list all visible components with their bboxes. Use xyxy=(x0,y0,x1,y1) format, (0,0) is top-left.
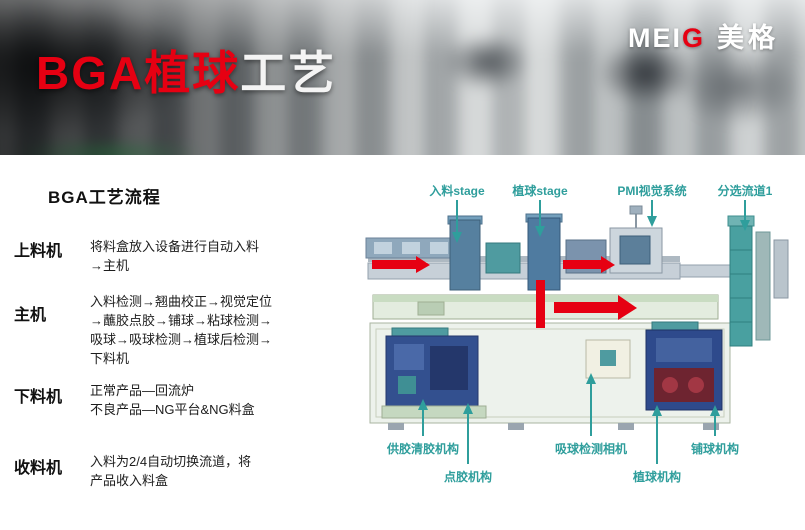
diagram-label-glue-supply-clean: 供胶清胶机构 xyxy=(386,442,460,456)
step-description: 入料检测→翘曲校正→视觉定位 →蘸胶点胶→铺球→粘球检测→ 吸球→吸球检测→植球… xyxy=(90,292,272,368)
brand-logo-latin: MEI xyxy=(627,23,682,53)
diagram-label-pick-camera: 吸球检测相机 xyxy=(554,442,628,456)
callout-glue-supply xyxy=(418,399,428,436)
diagram-label-sorting-channel: 分选流道1 xyxy=(717,184,773,198)
flow-arrow-left xyxy=(372,256,430,273)
pick-inspection-camera-module xyxy=(585,339,631,379)
machine-illustration xyxy=(365,200,789,464)
brand-logo-chinese: 美格 xyxy=(717,23,779,53)
callout-ball-mount xyxy=(652,405,662,464)
process-step-unloader: 下料机 正常产品—回流炉 不良产品—NG平台&NG料盒 xyxy=(14,381,344,419)
step-text-line: 吸球→吸球检测→植球后检测→ xyxy=(90,332,273,347)
section-title: BGA工艺流程 xyxy=(48,188,161,207)
step-text-line: →主机 xyxy=(90,258,130,273)
callout-pmi-vision xyxy=(647,200,657,227)
banner: BGA植球工艺 MEIG 美格 xyxy=(0,0,805,155)
callout-dispensing xyxy=(463,403,473,464)
callout-pick-camera xyxy=(586,373,596,436)
conveyor-rail xyxy=(365,237,739,280)
diagram-label-dispensing: 点胶机构 xyxy=(443,470,493,484)
callout-infeed-stage xyxy=(452,200,462,243)
diagram-label-ballmount-stage: 植球stage xyxy=(512,184,568,198)
step-text-line: 入料为2/4自动切换流道，将 xyxy=(90,454,252,469)
infeed-stage-tower xyxy=(447,215,521,291)
step-description: 将料盒放入设备进行自动入料 →主机 xyxy=(90,237,259,275)
brand-logo: MEIG 美格 xyxy=(628,16,779,55)
flow-arrow-center xyxy=(563,256,615,273)
callout-ball-spread xyxy=(710,405,720,436)
step-text-line: 下料机 xyxy=(90,351,130,366)
step-text-line: 正常产品—回流炉 xyxy=(90,383,195,398)
step-label: 主机 xyxy=(14,307,47,324)
step-text-line: 入料检测→翘曲校正→视觉定位 xyxy=(90,294,273,309)
machine-diagram: 入料stage 植球stage PMI视觉系统 分选流道1 供胶清胶机构 点胶机… xyxy=(358,168,802,508)
page-title: BGA植球工艺 xyxy=(36,50,336,96)
ball-mount-module xyxy=(645,321,723,411)
banner-shade-overlay xyxy=(0,0,805,155)
glue-module xyxy=(381,327,487,419)
diagram-label-ball-spread: 铺球机构 xyxy=(690,442,740,456)
step-text-line: 产品收入料盒 xyxy=(90,473,169,488)
diagram-label-infeed-stage: 入料stage xyxy=(429,184,485,198)
brand-logo-accent-letter: G xyxy=(681,23,705,53)
page-title-primary: BGA植球 xyxy=(36,47,241,99)
process-step-main-machine: 主机 入料检测→翘曲校正→视觉定位 →蘸胶点胶→铺球→粘球检测→ 吸球→吸球检测… xyxy=(14,292,344,368)
step-label: 下料机 xyxy=(14,389,63,406)
ball-mount-stage-tower xyxy=(525,213,607,291)
step-text-line: →蘸胶点胶→铺球→粘球检测→ xyxy=(90,313,273,328)
diagram-label-ball-mount: 植球机构 xyxy=(632,470,682,484)
gantry-beam xyxy=(372,294,719,320)
diagram-label-pmi-vision: PMI视觉系统 xyxy=(617,184,687,198)
step-label: 收料机 xyxy=(14,460,63,477)
step-label: 上料机 xyxy=(14,243,63,260)
sorting-channel-unit xyxy=(727,215,789,347)
step-text-line: 不良产品—NG平台&NG料盒 xyxy=(90,402,255,417)
callout-sorting-channel xyxy=(740,200,750,231)
step-text-line: 将料盒放入设备进行自动入料 xyxy=(90,239,260,254)
callout-ball-mount-stage xyxy=(535,200,545,237)
flow-arrow-gantry xyxy=(554,295,637,320)
page-title-secondary: 工艺 xyxy=(240,47,337,99)
flow-marker-vertical xyxy=(536,280,545,328)
step-description: 入料为2/4自动切换流道，将 产品收入料盒 xyxy=(90,452,251,490)
process-step-loader: 上料机 将料盒放入设备进行自动入料 →主机 xyxy=(14,237,344,275)
process-step-collector: 收料机 入料为2/4自动切换流道，将 产品收入料盒 xyxy=(14,452,344,490)
pmi-vision-unit xyxy=(609,205,663,274)
step-description: 正常产品—回流炉 不良产品—NG平台&NG料盒 xyxy=(90,381,255,419)
